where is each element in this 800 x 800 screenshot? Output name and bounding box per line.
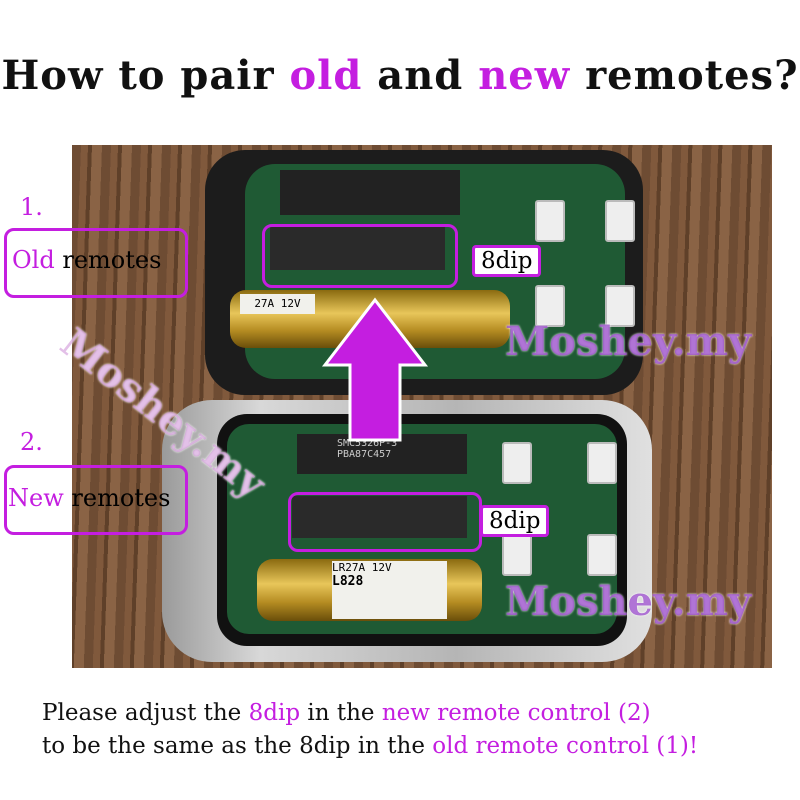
new-battery-model: L828: [332, 574, 364, 589]
instruction-line-1: Please adjust the 8dip in the new remote…: [42, 700, 651, 726]
new-button: [587, 534, 617, 576]
label-remotes: remotes: [62, 246, 162, 274]
instr-new-remote: new remote control (2): [381, 700, 651, 726]
step1-number: 1.: [20, 193, 43, 221]
new-battery-text: LR27A 12V: [332, 561, 392, 574]
new-button: [502, 442, 532, 484]
instruction-line-2: to be the same as the 8dip in the old re…: [42, 733, 698, 759]
label-new: New: [8, 484, 64, 512]
new-battery-label: LR27A 12V L828: [332, 561, 447, 619]
step2-label-box: [4, 465, 188, 535]
new-dip-switch: [292, 496, 467, 538]
new-chip: SMC5326P-3 PBA87C457: [297, 434, 467, 474]
title-new: new: [478, 52, 571, 99]
label-remotes: remotes: [71, 484, 171, 512]
instr-text: Please adjust the: [42, 700, 242, 726]
step2-label: New remotes: [8, 484, 170, 512]
instr-text: in the: [307, 700, 375, 726]
page-title: How to pair old and new remotes?: [0, 52, 800, 99]
title-text: How to pair: [1, 52, 275, 99]
old-dip-switch: [270, 225, 445, 270]
old-8dip-tag: 8dip: [472, 245, 542, 277]
watermark: Moshey.my: [505, 578, 752, 625]
old-battery-label: 27A 12V: [240, 294, 315, 314]
step2-number: 2.: [20, 428, 43, 456]
new-remote-inner: SMC5326P-3 PBA87C457 LR27A 12V L828: [217, 414, 627, 646]
old-button: [535, 200, 565, 242]
new-8dip-tag: 8dip: [480, 505, 550, 537]
step1-label: Old remotes: [12, 246, 161, 274]
old-remote: 27A 12V: [205, 150, 643, 395]
instr-8dip: 8dip: [248, 700, 301, 726]
instr-old-remote: old remote control (1)!: [432, 733, 699, 759]
instr-text: to be the same as the 8dip in the: [42, 733, 425, 759]
new-dip-highlight: [288, 492, 482, 552]
old-button: [605, 285, 635, 327]
old-chip: [280, 170, 460, 215]
old-button: [535, 285, 565, 327]
up-arrow-icon: [321, 297, 429, 442]
new-battery: LR27A 12V L828: [257, 559, 482, 621]
new-button: [502, 534, 532, 576]
label-old: Old: [12, 246, 55, 274]
title-old: old: [289, 52, 363, 99]
new-remote: SMC5326P-3 PBA87C457 LR27A 12V L828: [162, 400, 652, 662]
new-button: [587, 442, 617, 484]
watermark: Moshey.my: [505, 318, 752, 365]
product-photo: 27A 12V SMC5326P-3 PBA87C457 LR27A 12V L…: [72, 145, 772, 668]
title-and: and: [377, 52, 464, 99]
step1-label-box: [4, 228, 188, 298]
title-end: remotes?: [585, 52, 799, 99]
old-dip-highlight: [262, 224, 458, 288]
old-button: [605, 200, 635, 242]
